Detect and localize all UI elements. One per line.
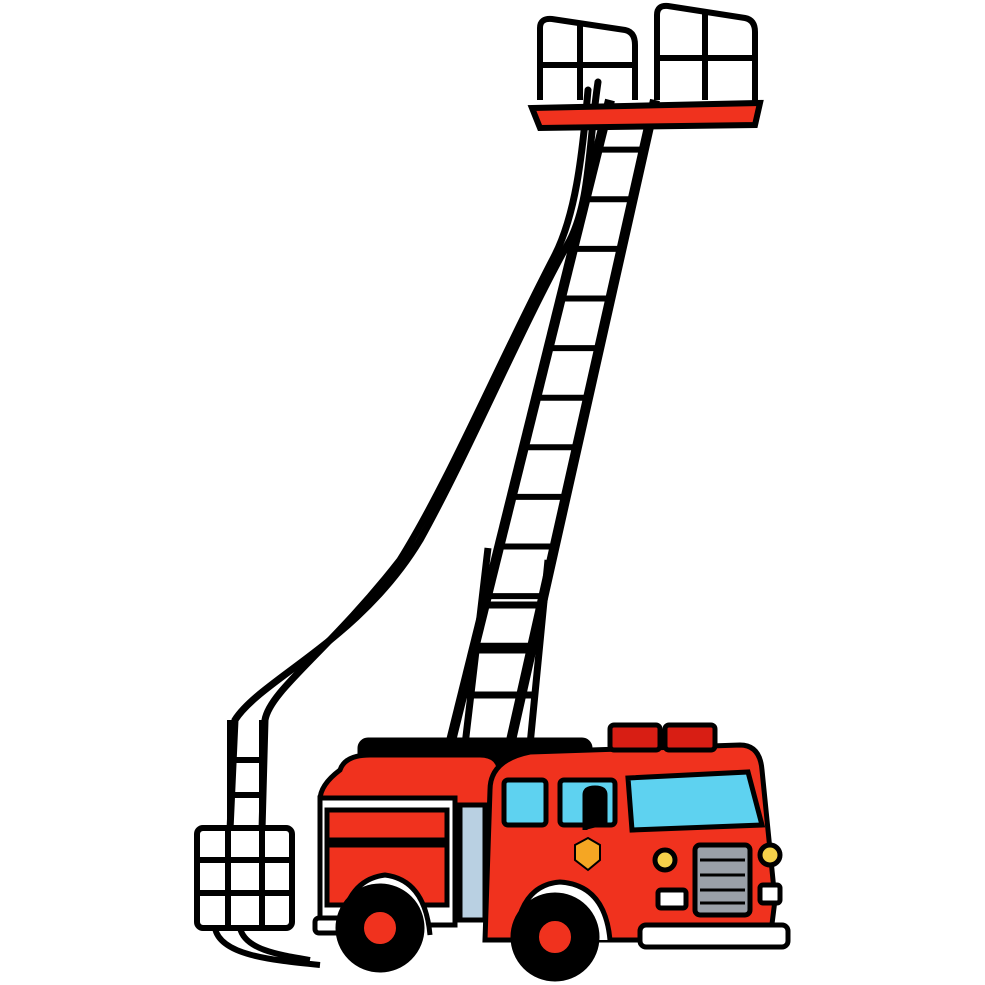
compartment-top (324, 807, 450, 843)
lower-ladder (461, 547, 552, 746)
platform-basket (527, 2, 764, 132)
headlight-right (757, 842, 783, 868)
mirror (582, 785, 608, 830)
front-bumper (637, 922, 791, 950)
hose (226, 78, 602, 834)
side-ladder-steps (457, 802, 488, 923)
fog-light-right (757, 882, 783, 906)
rear-wheel (335, 883, 425, 973)
headlight-left (652, 847, 678, 873)
light-bar-right (662, 722, 718, 753)
door-badge (574, 836, 601, 872)
front-wheel (510, 892, 600, 982)
window-rear (501, 777, 549, 828)
aerial-ladder (445, 98, 660, 747)
hose-basket (194, 720, 321, 968)
grille (692, 842, 753, 918)
fire-truck (312, 722, 791, 982)
windshield (625, 769, 766, 833)
fog-light-left (655, 887, 689, 911)
light-bar-left (607, 722, 663, 753)
